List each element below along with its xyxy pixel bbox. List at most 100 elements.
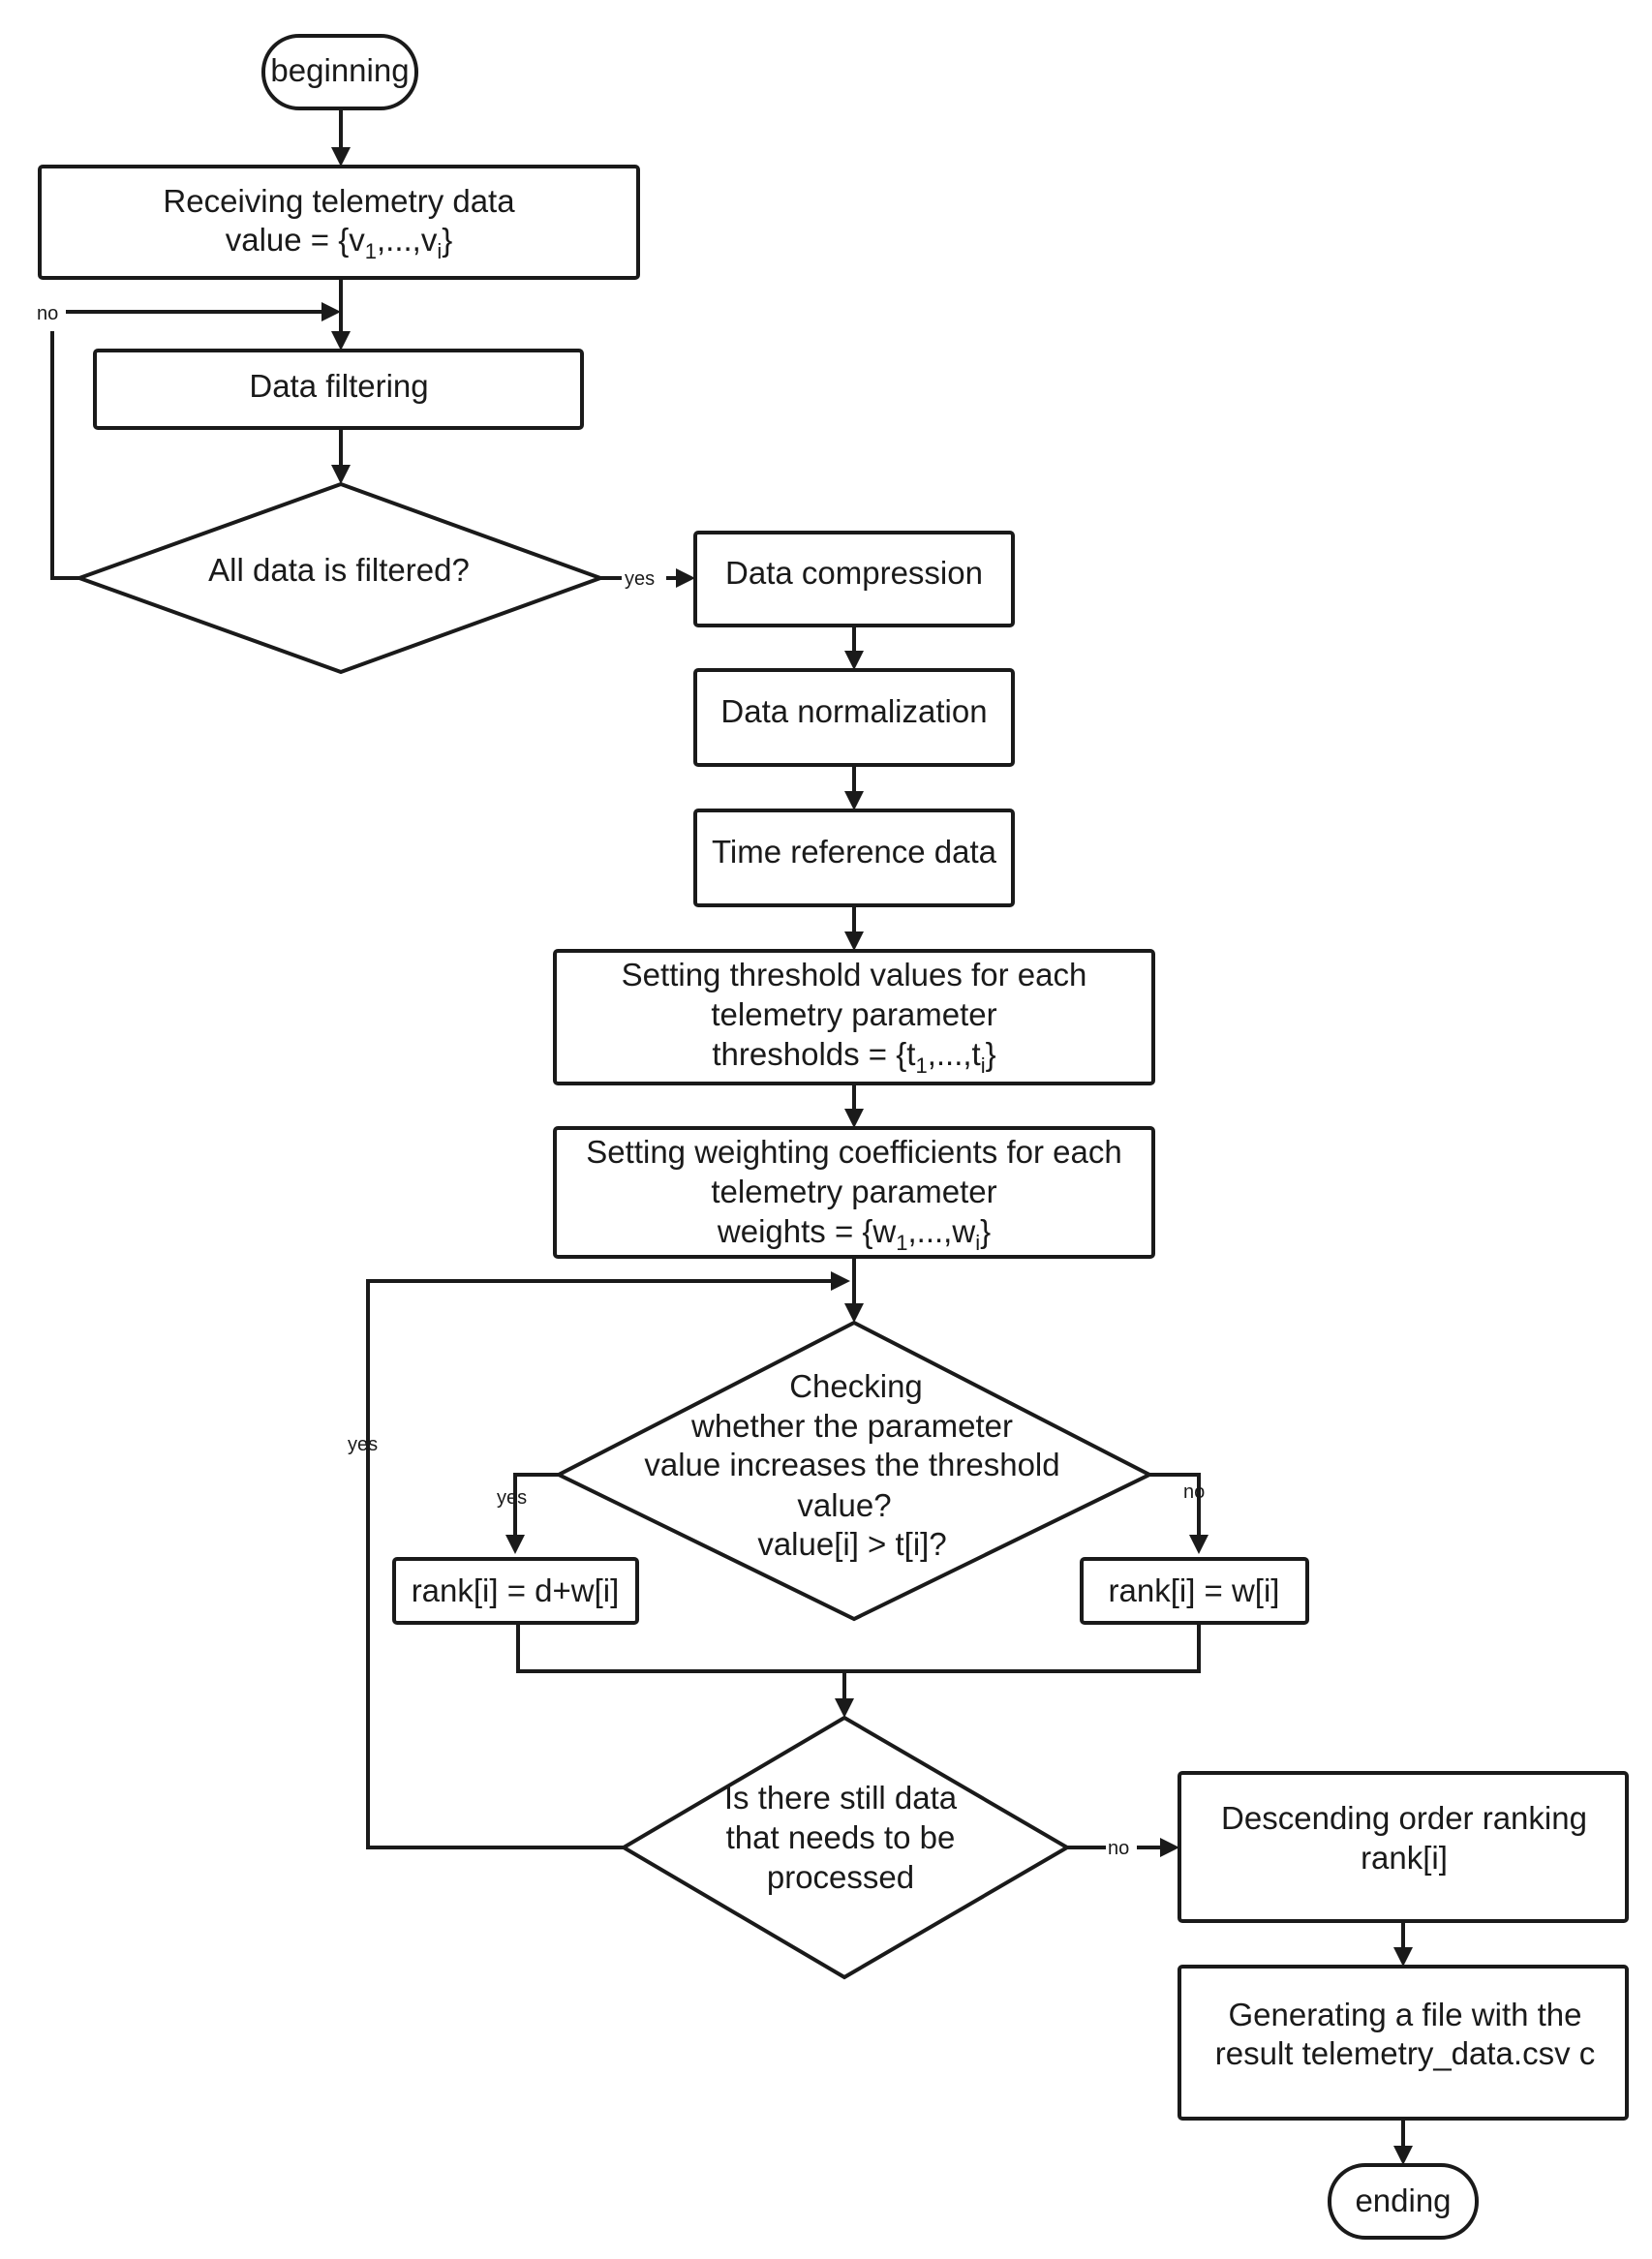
formula-suffix: } — [986, 1036, 996, 1072]
node-label: Is there still data — [724, 1780, 958, 1816]
formula-mid: ,...,w — [908, 1213, 976, 1249]
node-label: Setting threshold values for each — [622, 957, 1087, 992]
label-bg — [1106, 1835, 1137, 1860]
formula-mid: ,...,v — [377, 222, 438, 258]
node-time-reference: Time reference data — [693, 809, 1015, 907]
label-bg — [33, 299, 66, 324]
node-label: Setting weighting coefficients for each — [586, 1134, 1121, 1170]
arrow-head — [505, 1535, 525, 1554]
formula-suffix: } — [442, 222, 452, 258]
arrow-head — [676, 568, 695, 588]
formula-weights: weights = {w1,...,wi} — [717, 1213, 991, 1255]
node-rank-no: rank[i] = w[i] — [1080, 1557, 1309, 1625]
node-label: Data normalization — [720, 693, 987, 729]
node-filtered-decision: All data is filtered? — [74, 481, 606, 675]
formula-thresholds: thresholds = {t1,...,ti} — [712, 1036, 995, 1078]
subscript-first: 1 — [896, 1231, 907, 1255]
process-shape — [1080, 1557, 1309, 1625]
node-receiving: Receiving telemetry data value = {v1,...… — [38, 165, 640, 280]
terminal-shape — [261, 34, 418, 110]
node-label: processed — [767, 1859, 914, 1895]
node-weights: Setting weighting coefficients for each … — [553, 1126, 1155, 1259]
formula-mid: ,...,t — [928, 1036, 981, 1072]
node-label: Generating a file with the — [1228, 1997, 1581, 2032]
decision-shape — [620, 1715, 1071, 1980]
process-shape — [693, 668, 1015, 767]
node-label: Descending order ranking — [1221, 1800, 1587, 1836]
label-check-no: no — [1183, 1481, 1205, 1503]
node-file: Generating a file with the result teleme… — [1178, 1965, 1629, 2121]
node-label: value[i] > t[i]? — [757, 1526, 946, 1562]
node-label: value increases the threshold — [644, 1447, 1059, 1482]
arrow-head — [331, 331, 351, 351]
node-label: rank[i] — [1361, 1840, 1448, 1876]
node-thresholds: Setting threshold values for each teleme… — [553, 949, 1155, 1085]
arrow-head — [1393, 1947, 1413, 1967]
node-label: Time reference data — [712, 834, 997, 870]
arrow-head — [331, 147, 351, 167]
process-shape — [693, 809, 1015, 907]
arrow-head — [1393, 2146, 1413, 2165]
node-ranking: Descending order ranking rank[i] — [1178, 1771, 1629, 1923]
node-ending: ending — [1328, 2163, 1479, 2240]
node-label: whether the parameter — [690, 1408, 1013, 1444]
node-label: that needs to be — [726, 1819, 956, 1855]
arrow-head — [844, 1303, 864, 1323]
label-remaining-no: no — [1108, 1838, 1129, 1859]
node-label: telemetry parameter — [711, 1174, 996, 1209]
node-label: ending — [1355, 2183, 1451, 2218]
label-bg — [622, 565, 666, 591]
process-shape — [553, 1126, 1155, 1259]
node-label: Checking — [789, 1368, 923, 1404]
process-shape — [553, 949, 1155, 1085]
subscript-last: i — [975, 1231, 980, 1255]
node-compression: Data compression — [693, 531, 1015, 627]
node-label: result telemetry_data.csv c — [1215, 2035, 1596, 2071]
edge-loop-yes — [366, 1279, 831, 1849]
decision-shape — [74, 481, 606, 675]
process-shape — [1178, 1965, 1629, 2121]
node-label: rank[i] = w[i] — [1109, 1572, 1280, 1608]
decision-shape — [554, 1320, 1154, 1622]
node-check-decision: Checking whether the parameter value inc… — [554, 1320, 1154, 1622]
arrow-head — [844, 791, 864, 810]
edge-rank-merge — [516, 1623, 1201, 1673]
formula-prefix: weights = {w — [717, 1213, 897, 1249]
arrow-head — [844, 931, 864, 951]
formula-suffix: } — [980, 1213, 991, 1249]
edge-filter-no-loop — [50, 331, 79, 580]
edge-check-no — [1149, 1473, 1201, 1535]
arrow-head — [321, 302, 341, 321]
process-shape — [38, 165, 640, 280]
process-shape — [392, 1557, 639, 1625]
node-label: All data is filtered? — [208, 552, 470, 588]
node-label: telemetry parameter — [711, 996, 996, 1032]
arrow-head — [331, 465, 351, 484]
node-normalization: Data normalization — [693, 668, 1015, 767]
node-label: beginning — [270, 52, 409, 88]
subscript-first: 1 — [915, 1053, 927, 1078]
node-remaining-decision: Is there still data that needs to be pro… — [620, 1715, 1071, 1980]
subscript-last: i — [437, 239, 442, 263]
arrow-head — [1189, 1535, 1208, 1554]
formula-prefix: value = {v — [226, 222, 366, 258]
arrow-head — [1160, 1838, 1179, 1857]
label-filter-no: no — [37, 303, 58, 324]
label-filter-yes: yes — [625, 568, 655, 590]
node-rank-yes: rank[i] = d+w[i] — [392, 1557, 639, 1625]
label-check-yes: yes — [497, 1487, 527, 1509]
process-shape — [1178, 1771, 1629, 1923]
node-filtering: Data filtering — [93, 349, 584, 430]
edge-check-yes — [513, 1473, 559, 1535]
edge-labels: no yes yes no yes no — [33, 299, 1205, 1860]
terminal-shape — [1328, 2163, 1479, 2240]
subscript-first: 1 — [365, 239, 377, 263]
arrow-head — [844, 1109, 864, 1128]
arrow-head — [831, 1271, 850, 1291]
node-beginning: beginning — [261, 34, 418, 110]
label-loop-yes: yes — [348, 1434, 378, 1455]
formula-prefix: thresholds = {t — [712, 1036, 915, 1072]
node-label: Receiving telemetry data — [163, 183, 515, 219]
node-label: Data filtering — [249, 368, 428, 404]
